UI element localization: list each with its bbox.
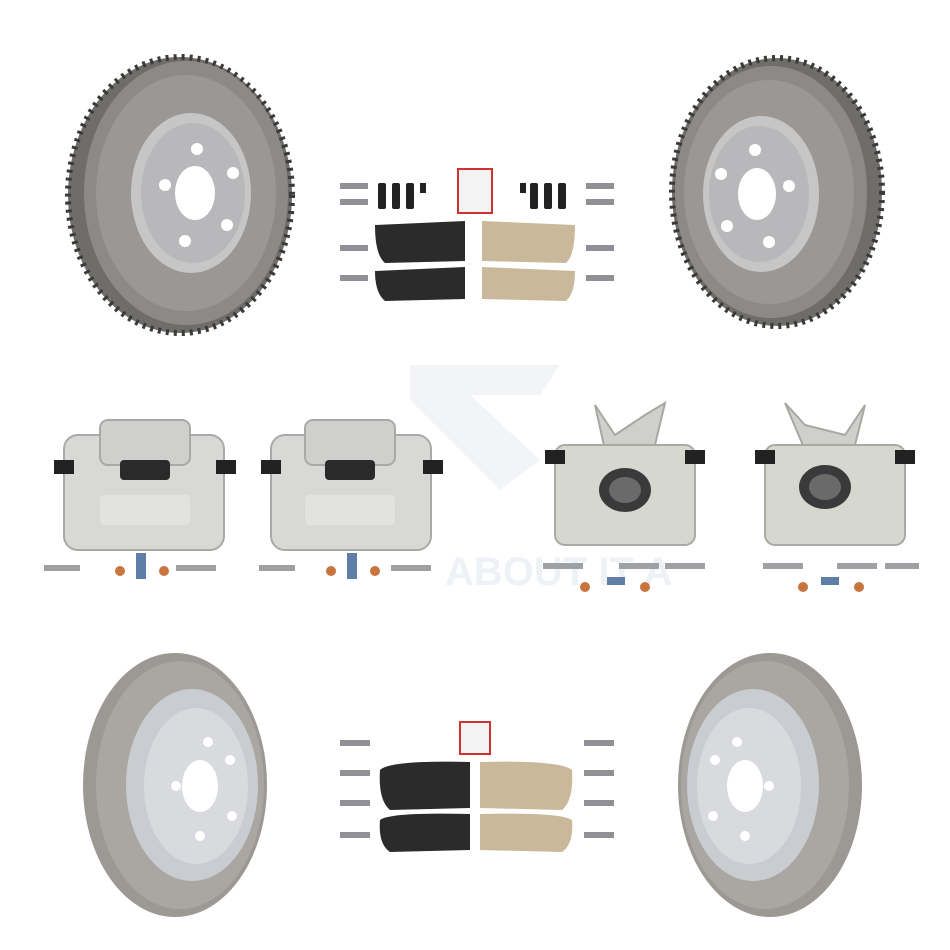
rear-rotor-right	[678, 653, 862, 917]
rear-caliper-left	[543, 400, 705, 592]
front-caliper-right	[259, 419, 443, 579]
front-brake-pad-kit	[340, 168, 614, 301]
front-caliper-left	[44, 419, 236, 579]
grease-packet-icon	[459, 721, 491, 755]
grease-packet-icon	[457, 168, 493, 214]
rear-brake-pad-kit	[340, 721, 614, 852]
front-rotor-left	[65, 54, 295, 336]
rear-caliper-right	[755, 402, 919, 592]
rear-rotor-left	[83, 653, 267, 917]
front-rotor-right	[669, 55, 885, 329]
